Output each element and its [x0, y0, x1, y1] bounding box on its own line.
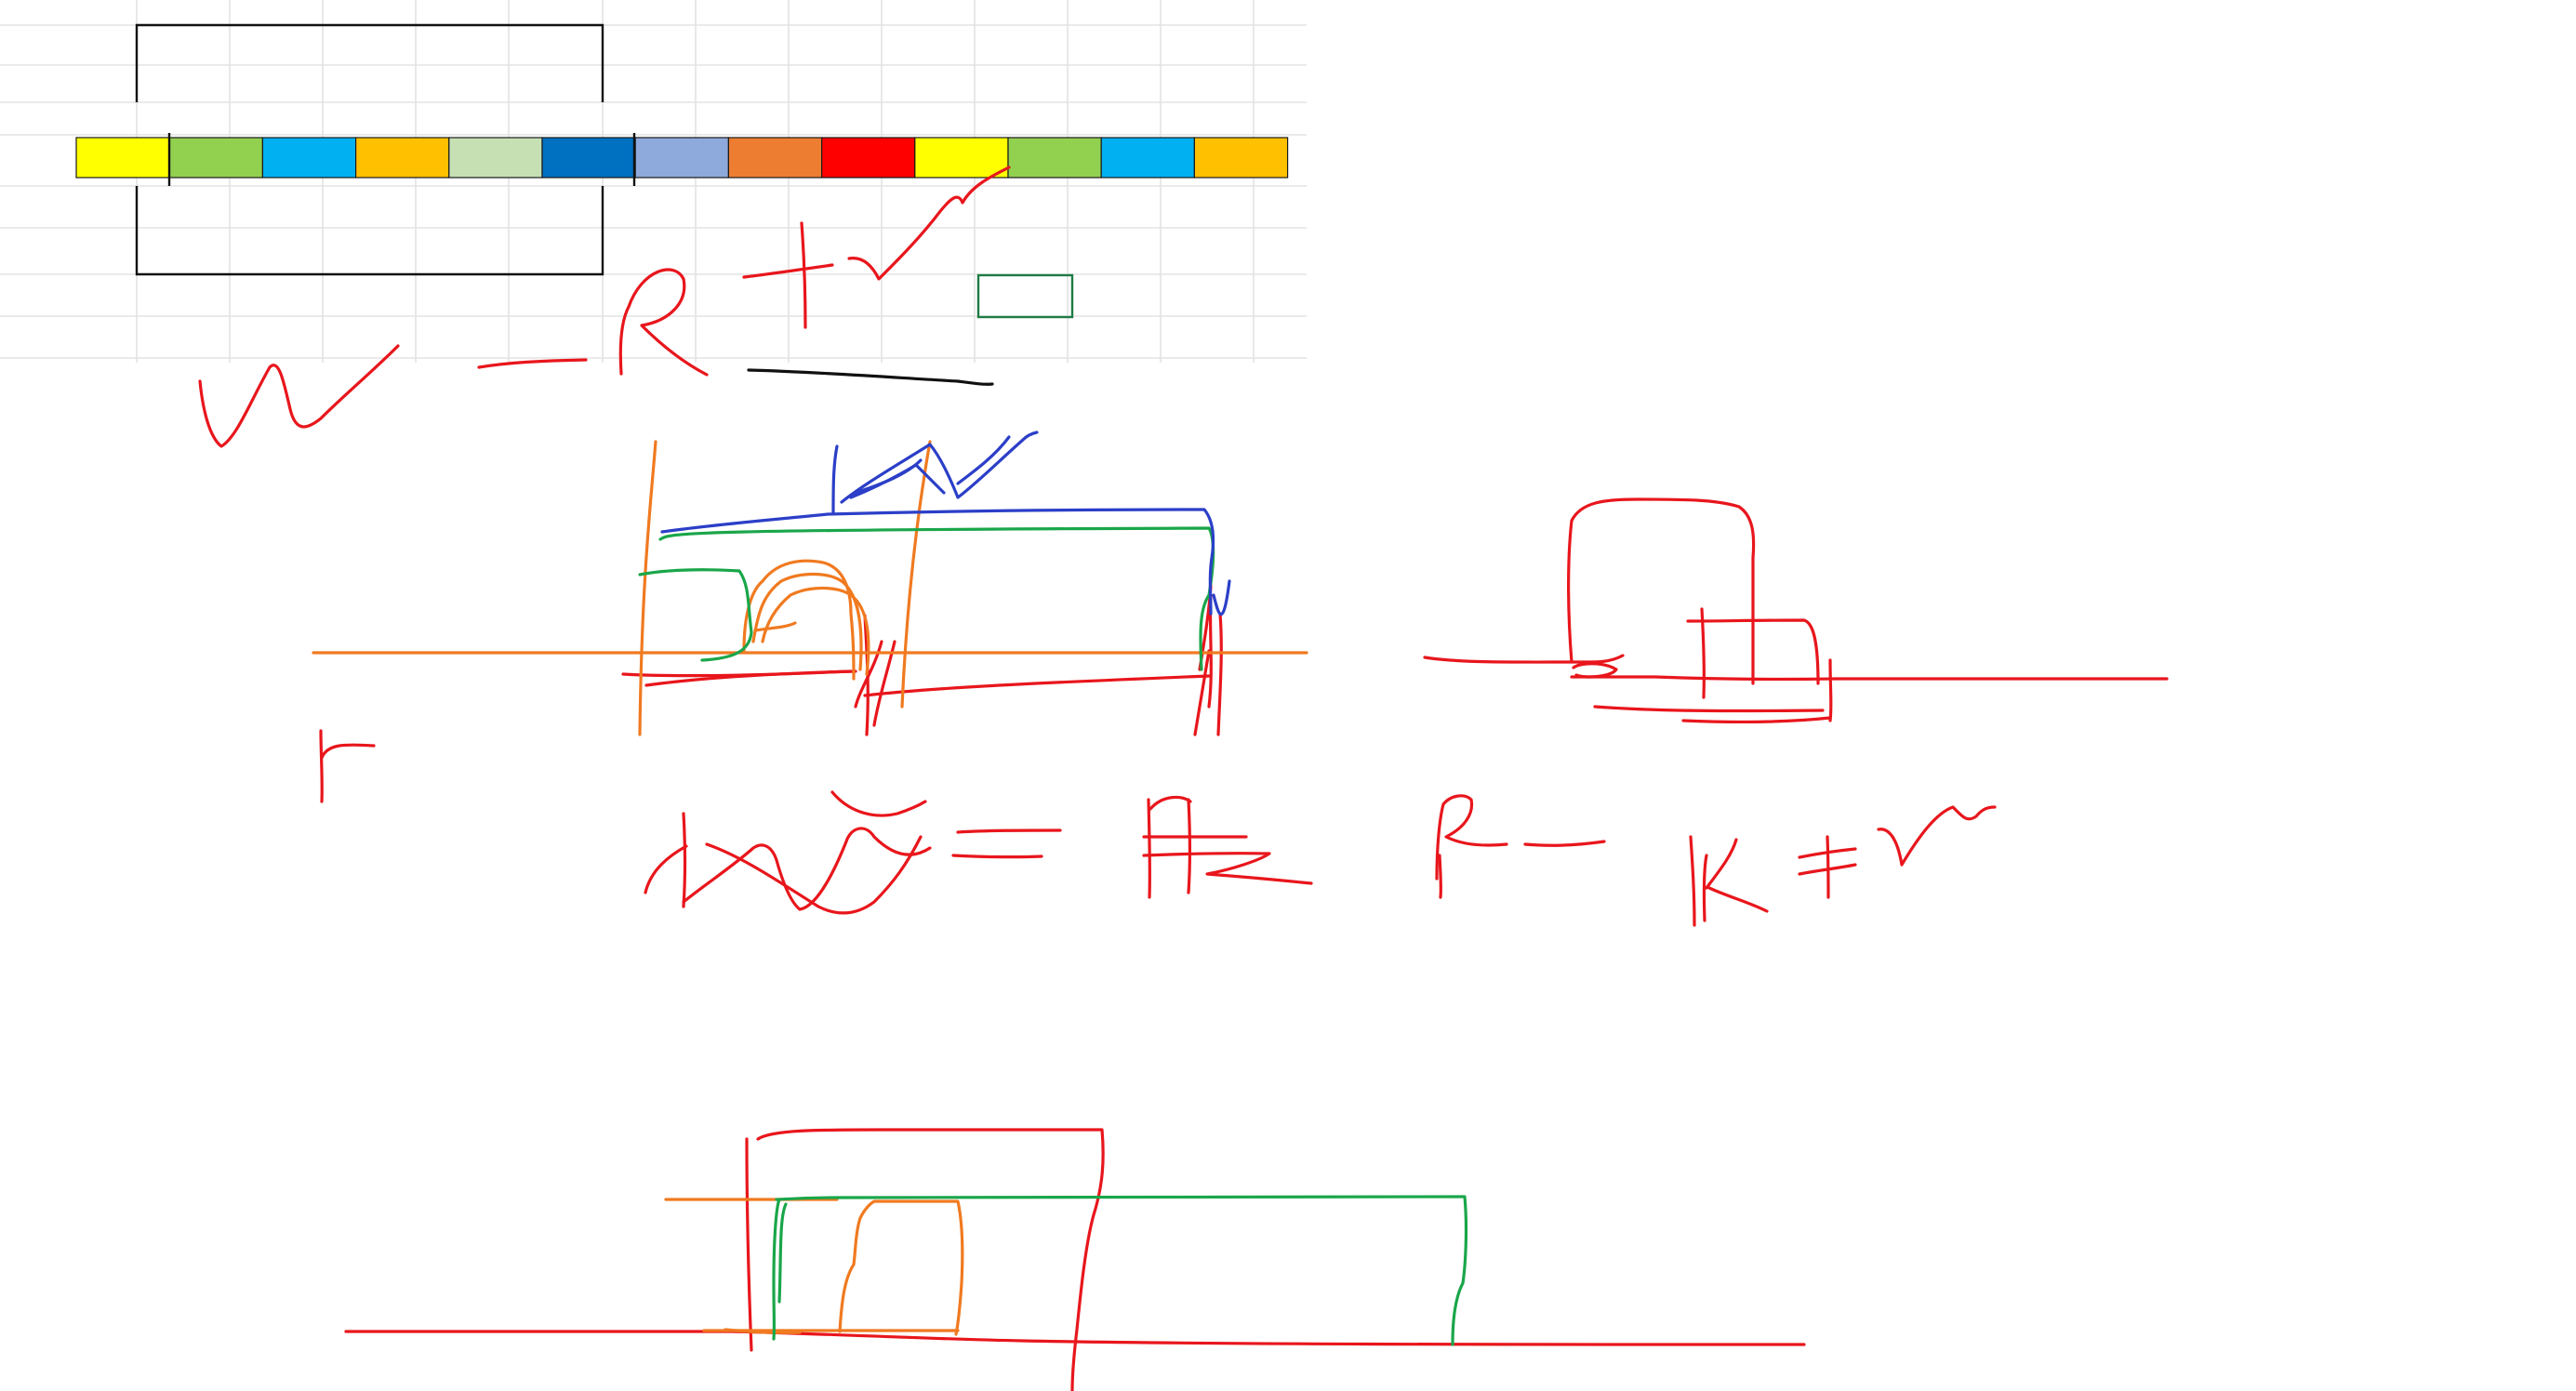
orange-ink-strokes	[312, 440, 1308, 1336]
color-cell[interactable]	[261, 137, 357, 179]
color-cell[interactable]	[634, 137, 730, 179]
color-cell[interactable]	[1193, 137, 1289, 179]
black-frame-bottom	[135, 186, 604, 276]
row-tick-marks	[167, 133, 636, 186]
black-frame-top	[135, 23, 604, 102]
color-cell[interactable]	[727, 137, 823, 179]
blue-ink-strokes	[660, 431, 1231, 616]
color-cell[interactable]	[75, 137, 170, 179]
green-ink-strokes	[638, 526, 1468, 1346]
spreadsheet-grid	[0, 0, 1307, 363]
selected-cell-outline[interactable]	[976, 273, 1074, 319]
color-cell[interactable]	[1100, 137, 1195, 179]
red-ink-strokes	[198, 166, 2169, 1391]
ink-stroke-black-underline	[747, 368, 994, 386]
color-cell[interactable]	[820, 137, 916, 179]
color-cell[interactable]	[448, 137, 543, 179]
color-cell[interactable]	[355, 137, 450, 179]
color-cell-row	[75, 137, 1289, 179]
color-cell[interactable]	[541, 137, 636, 179]
color-cell[interactable]	[914, 137, 1009, 179]
color-cell[interactable]	[168, 137, 263, 179]
color-cell[interactable]	[1007, 137, 1102, 179]
